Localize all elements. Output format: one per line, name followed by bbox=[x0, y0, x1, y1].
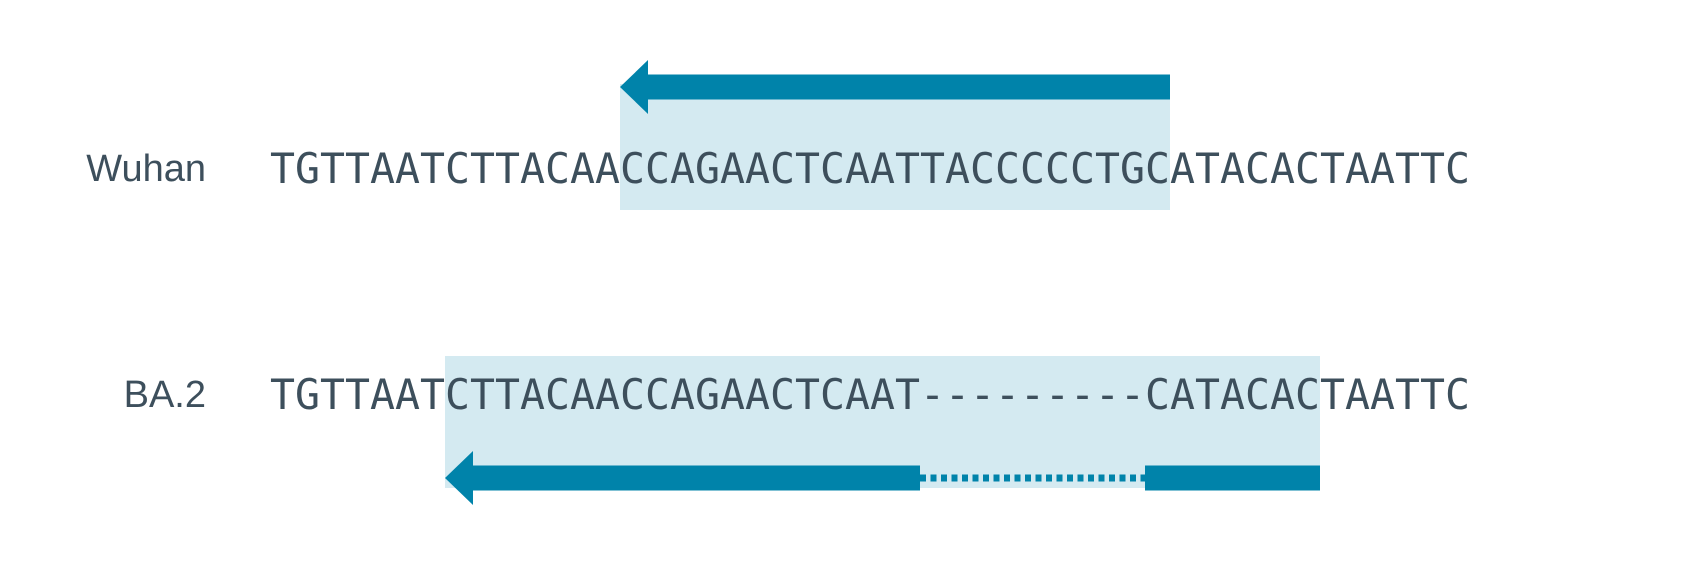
arrow-head-segment bbox=[445, 451, 920, 505]
sequence-text: TGTTAATCTTACAACCAGAACTCAAT---------CATAC… bbox=[270, 370, 1470, 419]
primer-region-highlight bbox=[620, 84, 1170, 210]
row-wuhan: Wuhan TGTTAATCTTACAACCAGAACTCAATTACCCCCT… bbox=[86, 60, 1470, 210]
primer-arrow bbox=[445, 451, 1320, 505]
sequence-label: BA.2 bbox=[124, 374, 206, 416]
sequence-label: Wuhan bbox=[86, 148, 206, 190]
primer-arrow bbox=[620, 60, 1170, 114]
arrow-head-segment bbox=[620, 60, 1170, 114]
row-ba2: BA.2 TGTTAATCTTACAACCAGAACTCAAT---------… bbox=[124, 356, 1470, 505]
sequence-text: TGTTAATCTTACAACCAGAACTCAATTACCCCCTGCATAC… bbox=[270, 144, 1470, 193]
arrow-body-segment bbox=[1145, 465, 1320, 491]
